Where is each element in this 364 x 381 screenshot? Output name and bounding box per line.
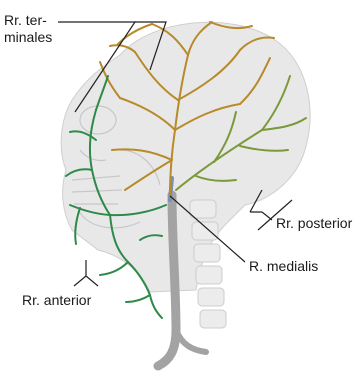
label-terminales-line1: Rr. ter- — [4, 12, 47, 29]
label-medialis: R. medialis — [249, 258, 318, 275]
label-terminales-line2: minales — [4, 29, 52, 46]
label-anterior: Rr. anterior — [22, 292, 91, 309]
label-posterior: Rr. posterior — [276, 215, 352, 232]
